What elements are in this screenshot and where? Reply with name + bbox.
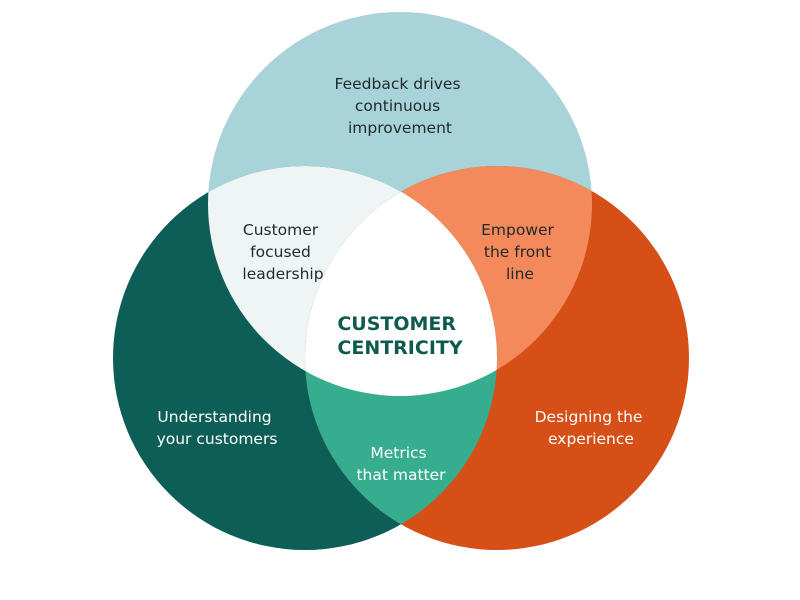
label-line: that matter [356,466,446,484]
label-line: improvement [348,119,452,137]
center-label-line: CENTRICITY [337,337,462,359]
label-line: the front [484,243,551,261]
label-line: line [506,265,534,283]
label-line: experience [548,430,634,448]
center-label-line: CUSTOMER [337,313,456,335]
label-line: leadership [242,265,323,283]
left-right-region-label: Metrics that matter [356,444,446,484]
right-region-label: Designing the experience [535,408,648,448]
top-region-label: Feedback drives continuous improvement [335,75,466,137]
label-line: Empower [481,221,554,239]
label-line: Designing the [535,408,643,426]
center-overlap [305,166,497,396]
label-line: Understanding [157,408,271,426]
label-line: continuous [355,97,440,115]
label-line: Feedback drives [335,75,461,93]
left-region-label: Understanding your customers [157,408,278,448]
top-right-region-label: Empower the front line [481,221,559,283]
label-line: focused [250,243,311,261]
center-label: CUSTOMER CENTRICITY [337,313,463,359]
top-left-region-label: Customer focused leadership [242,221,323,283]
label-line: your customers [157,430,278,448]
label-line: Metrics [370,444,426,462]
label-line: Customer [243,221,319,239]
